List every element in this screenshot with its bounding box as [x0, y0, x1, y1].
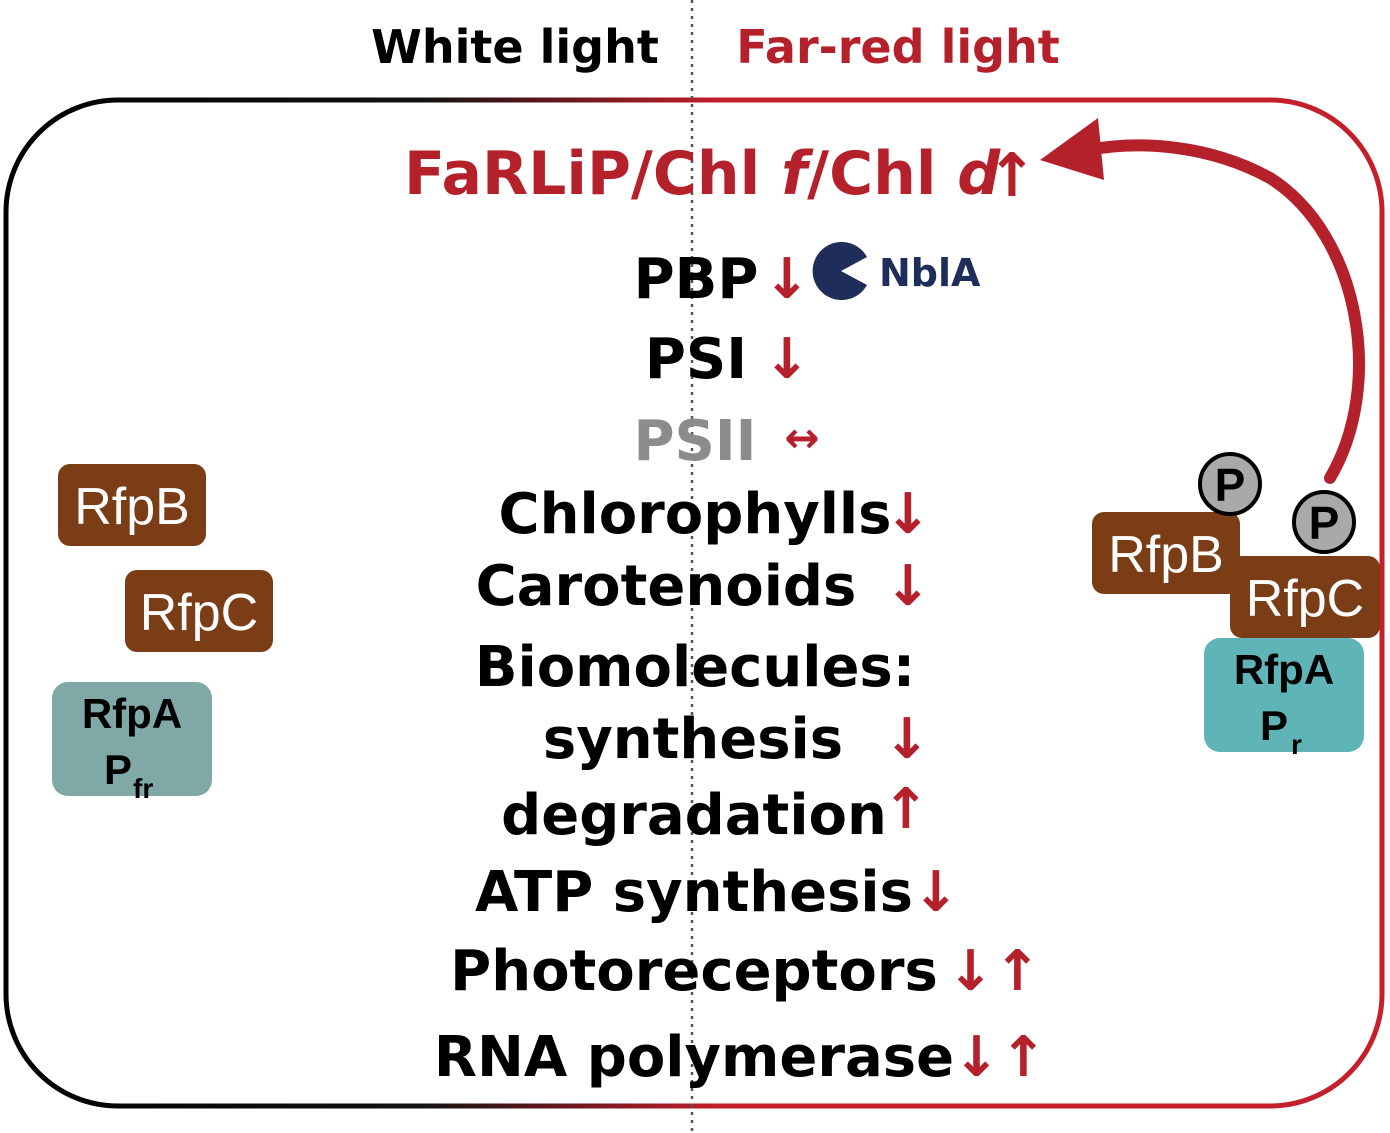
far-rfpb-box: [1092, 512, 1240, 594]
far-rfpb-label: RfpB: [1108, 526, 1224, 584]
white-rfpa-box: [52, 682, 212, 796]
item-psii-arrow: ↔: [784, 413, 819, 462]
white-rfpa-label: RfpA: [82, 690, 182, 737]
phosphate-rfpb-icon: [1198, 452, 1262, 516]
item-chlorophylls-arrow: ↓: [885, 482, 932, 547]
white-rfpb-box: [58, 464, 206, 546]
white-rfpc-box: [125, 570, 273, 652]
item-synthesis: synthesis: [543, 707, 843, 772]
white-pfr-label: P: [104, 746, 132, 793]
white-rfpb-label: RfpB: [74, 478, 190, 536]
white-rfpc-label: RfpC: [140, 584, 258, 642]
header-far-red-light: Far-red light: [736, 20, 1060, 74]
item-photoreceptors-arrow: ↓↑: [947, 939, 1041, 1004]
far-rfpc-label: RfpC: [1246, 570, 1364, 628]
item-pbp-arrow: ↓: [764, 247, 811, 312]
item-pbp: PBP: [634, 247, 759, 312]
far-pr-subscript: r: [1291, 729, 1302, 760]
item-carotenoids-arrow: ↓: [885, 554, 932, 619]
item-synthesis-arrow: ↓: [884, 707, 931, 772]
item-degradation-arrow: ↑: [883, 777, 930, 842]
phosphate-rfpc-icon: [1292, 490, 1356, 554]
item-psi: PSI: [645, 327, 747, 392]
signaling-arrow: [1082, 139, 1365, 484]
header-white-light: White light: [371, 20, 659, 74]
phosphate-rfpb-label: P: [1215, 459, 1246, 511]
item-atp-synthesis-arrow: ↓: [913, 860, 960, 925]
far-rfpa-box: [1204, 638, 1364, 752]
item-psii: PSII: [633, 409, 756, 474]
item-degradation: degradation: [501, 783, 887, 848]
farlip-title: FaRLiP/Chl f/Chl d: [404, 139, 1001, 209]
cell-outline: [3, 97, 1385, 1109]
far-rfpc-box: [1230, 556, 1380, 638]
item-atp-synthesis: ATP synthesis: [475, 860, 913, 925]
item-photoreceptors: Photoreceptors: [450, 939, 938, 1004]
item-rna-polymerase: RNA polymerase: [434, 1025, 954, 1090]
item-biomolecules: Biomolecules:: [475, 635, 915, 700]
nbla-pacman-icon: [812, 242, 867, 300]
item-psi-arrow: ↓: [764, 327, 811, 392]
far-rfpa-label: RfpA: [1234, 646, 1334, 693]
far-pr-label: P: [1260, 702, 1288, 749]
item-chlorophylls: Chlorophylls: [499, 482, 892, 547]
phosphate-rfpc-label: P: [1309, 497, 1340, 549]
item-carotenoids: Carotenoids: [476, 554, 857, 619]
signaling-arrowhead-icon: [1040, 118, 1104, 180]
white-pfr-subscript: fr: [133, 773, 153, 804]
nbla-label: NblA: [879, 251, 981, 295]
farlip-up-arrow: ↑: [987, 141, 1037, 211]
item-rna-polymerase-arrow: ↓↑: [953, 1025, 1047, 1090]
